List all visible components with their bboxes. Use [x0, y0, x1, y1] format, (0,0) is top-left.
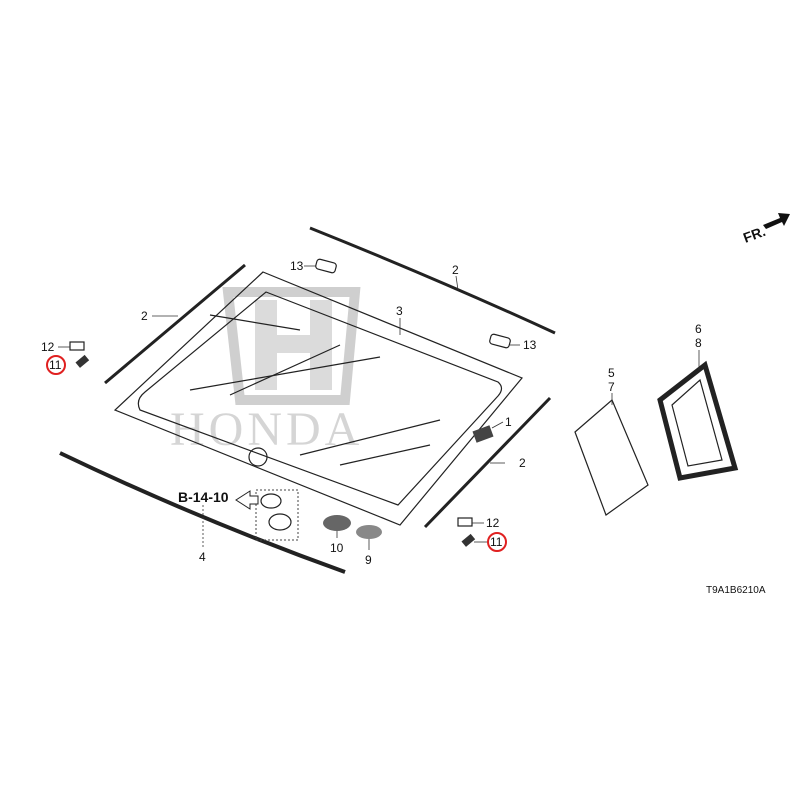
front-arrow-icon: [763, 213, 790, 229]
ornament-10[interactable]: [323, 515, 351, 531]
front-direction-indicator: FR.: [741, 213, 790, 246]
callout-12: 12: [41, 340, 55, 354]
callout-2: 2: [452, 263, 459, 277]
callout-8: 8: [695, 336, 702, 350]
highlight-circle: [46, 355, 66, 375]
reference-link[interactable]: B-14-10: [178, 489, 229, 505]
spacer-11-right[interactable]: [461, 533, 476, 547]
molding-bottom[interactable]: [59, 451, 346, 574]
callout-12: 12: [486, 516, 500, 530]
spacer-12-right[interactable]: [457, 517, 473, 527]
callout-13: 13: [290, 259, 304, 273]
callout-6: 6: [695, 322, 702, 336]
molding-left[interactable]: [104, 263, 246, 385]
spacer-11-left[interactable]: [75, 354, 90, 368]
rear-windshield-glass[interactable]: [113, 271, 523, 526]
reference-arrow-icon: [235, 490, 259, 510]
callout-9: 9: [365, 553, 372, 567]
bracket-1[interactable]: [472, 425, 494, 443]
callout-1: 1: [505, 415, 512, 429]
callout-13: 13: [523, 338, 537, 352]
clip-13-left[interactable]: [315, 258, 337, 274]
honda-watermark: HONDA: [170, 287, 363, 456]
spacer-12-left[interactable]: [69, 341, 85, 351]
callout-11: 11: [490, 535, 503, 549]
quarter-glass-assembly[interactable]: [657, 360, 739, 481]
ornament-9[interactable]: [356, 525, 382, 539]
diagram-code: T9A1B6210A: [706, 585, 766, 596]
molding-right[interactable]: [423, 396, 552, 529]
callout-10: 10: [330, 541, 344, 555]
quarter-glass[interactable]: [574, 399, 649, 516]
callout-2: 2: [519, 456, 526, 470]
grommet-group[interactable]: [255, 489, 299, 541]
leader-lines: [58, 265, 700, 550]
callout-7: 7: [608, 380, 615, 394]
front-label: FR.: [741, 223, 768, 246]
molding-top[interactable]: [309, 226, 556, 335]
callout-2: 2: [141, 309, 148, 323]
clip-13-right[interactable]: [489, 333, 511, 349]
callout-5: 5: [608, 366, 615, 380]
svg-text:HONDA: HONDA: [170, 403, 363, 456]
callout-3: 3: [396, 304, 403, 318]
highlight-circle: [487, 532, 507, 552]
callout-4: 4: [199, 550, 206, 564]
callout-11: 11: [49, 358, 62, 372]
